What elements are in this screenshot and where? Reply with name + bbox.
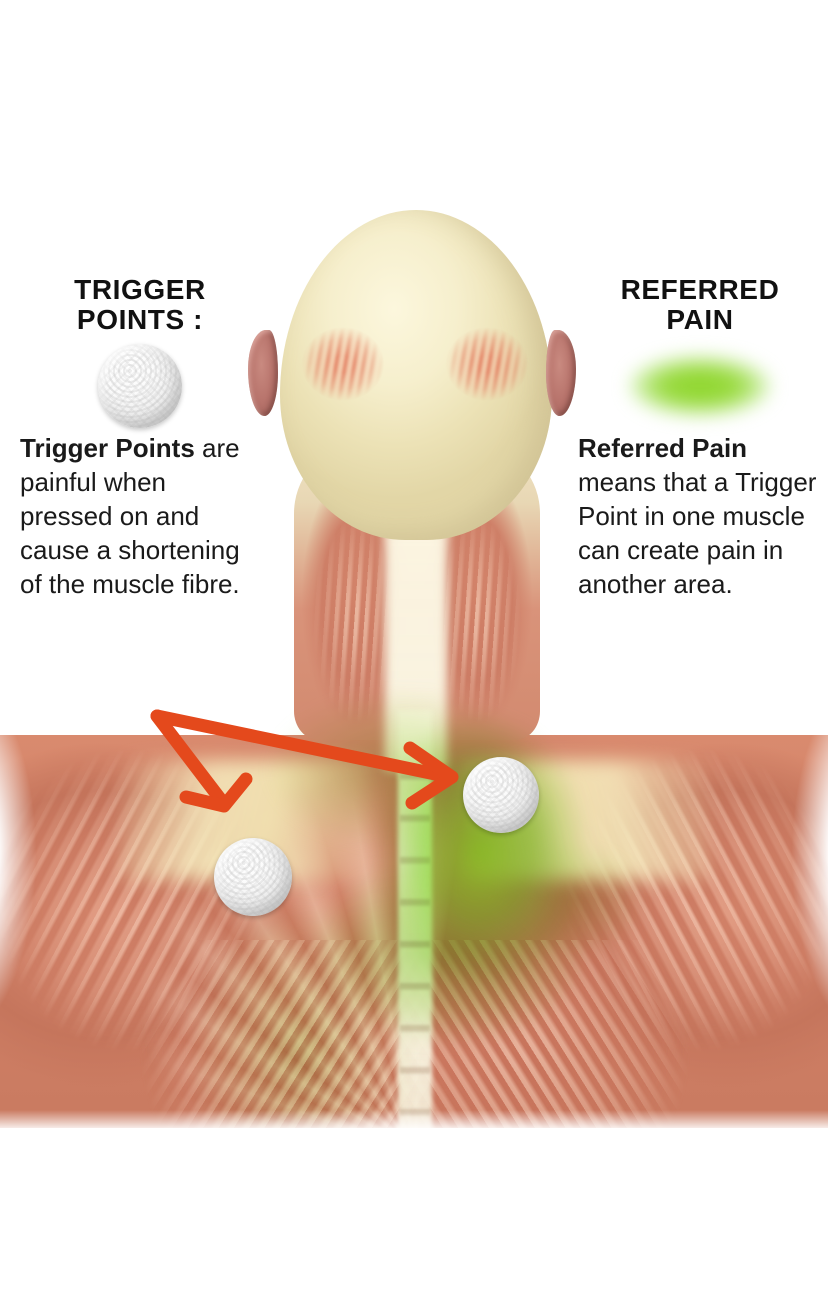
golf-ball-icon: [98, 344, 182, 429]
referred-pain-title-line2: PAIN: [666, 303, 734, 335]
right-white-fade: [620, 150, 828, 710]
trigger-points-swatch-wrap: [20, 340, 260, 432]
referred-pain-description: Referred Pain means that a Trigger Point…: [578, 432, 822, 601]
trigger-points-legend: TRIGGER POINTS : Trigger Points are pain…: [20, 275, 260, 601]
trigger-points-title-line1: TRIGGER: [74, 274, 206, 305]
left-occipital-muscle: [296, 322, 390, 406]
trigger-points-description: Trigger Points are painful when pressed …: [20, 432, 260, 601]
trigger-points-title-line2: POINTS :: [76, 303, 204, 335]
trigger-points-description-bold: Trigger Points: [20, 433, 195, 464]
trigger-points-description-rest: are painful when pressed on and cause a …: [20, 433, 240, 599]
left-white-fade: [0, 150, 170, 710]
right-ear: [546, 330, 576, 416]
golf-ball-icon-right-trigger-point: [463, 757, 539, 833]
referred-pain-swatch-wrap: [578, 340, 822, 432]
referred-pain-legend: REFERRED PAIN Referred Pain means that a…: [578, 275, 822, 601]
referred-pain-description-bold: Referred Pain: [578, 433, 748, 464]
golf-ball-icon-left-trigger-point: [214, 838, 292, 916]
green-blob-icon: [630, 356, 770, 417]
referred-pain-title-line1: REFERRED: [620, 274, 780, 305]
trigger-points-title: TRIGGER POINTS :: [20, 275, 260, 334]
left-ear: [248, 330, 278, 416]
bottom-white-fade: [0, 1110, 828, 1128]
referred-pain-description-rest: means that a Trigger Point in one muscle…: [578, 467, 817, 599]
right-occipital-muscle: [440, 322, 534, 406]
referred-pain-title: REFERRED PAIN: [578, 275, 822, 334]
